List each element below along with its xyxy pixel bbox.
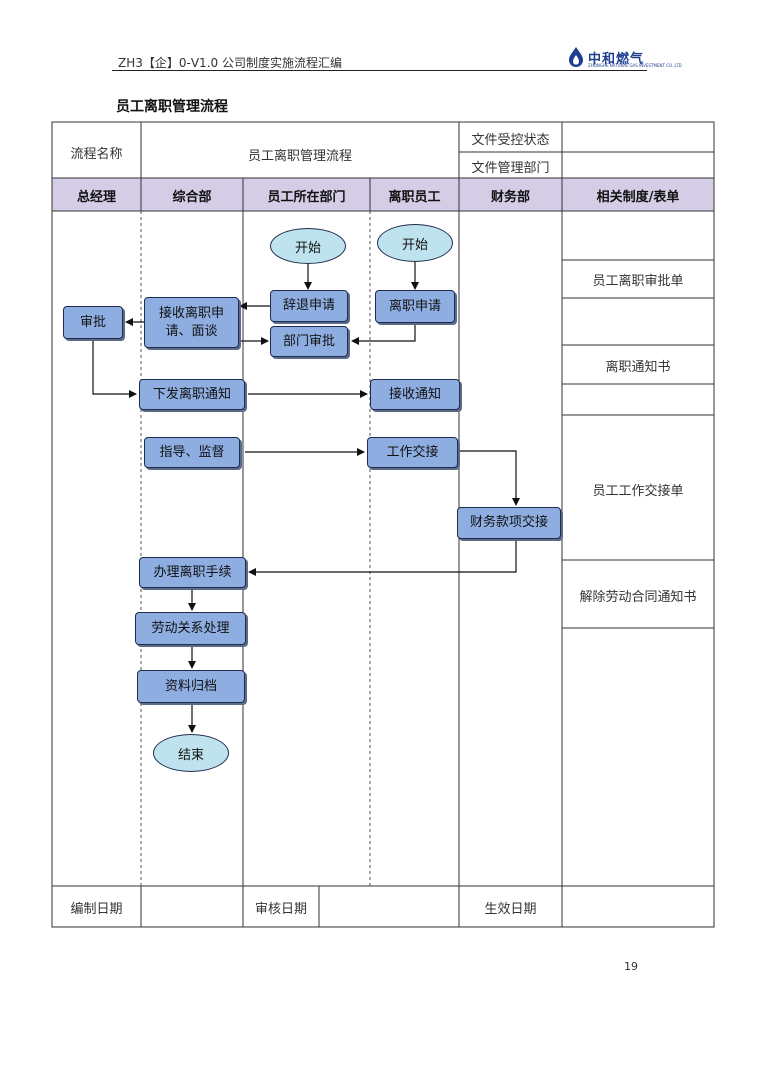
arrow-handover-to-finance	[460, 450, 520, 506]
dept-approve-box: 部门审批	[270, 326, 348, 357]
arrow-resign-to-deptapprove	[351, 323, 416, 345]
archive-box: 资料归档	[137, 670, 245, 703]
page-number: 19	[624, 960, 638, 973]
arrow-finance-to-procedure	[248, 539, 517, 576]
header-rule	[112, 70, 647, 71]
lane-header-bg	[52, 178, 714, 211]
gm-approve-box: 审批	[63, 306, 123, 339]
receive-interview-box: 接收离职申请、面谈	[144, 297, 239, 348]
lane-header-resigning-employee: 离职员工	[388, 190, 441, 205]
doc-dept-label: 文件管理部门	[471, 161, 550, 176]
receive-notice-box: 接收通知	[370, 379, 460, 410]
resign-apply-box: 离职申请	[375, 290, 455, 323]
logo-subtext: ZHONGHE NATURAL GAS INVESTMENT CO.,LTD	[588, 63, 682, 68]
lane-header-employee-dept: 员工所在部门	[267, 190, 346, 205]
logo-text: 中和燃气	[588, 52, 645, 67]
lane-header-gm: 总经理	[76, 190, 116, 205]
lane-header-finance: 财务部	[490, 190, 530, 205]
issue-notice-box: 下发离职通知	[139, 379, 245, 410]
form-resign-notice: 离职通知书	[605, 360, 671, 375]
lane-header-admin: 综合部	[172, 190, 212, 205]
company-logo: 中和燃气 ZHONGHE NATURAL GAS INVESTMENT CO.,…	[566, 46, 682, 68]
flame-logo-icon	[569, 47, 583, 67]
form-termination-notice: 解除劳动合同通知书	[579, 590, 697, 605]
labor-relation-box: 劳动关系处理	[135, 612, 246, 645]
finance-handover-box: 财务款项交接	[457, 507, 561, 539]
process-name-value: 员工离职管理流程	[247, 149, 352, 164]
form-work-handover: 员工工作交接单	[592, 484, 684, 499]
compiled-date-label: 编制日期	[70, 902, 123, 917]
start-node-employee: 开始	[377, 224, 453, 262]
form-resign-approval: 员工离职审批单	[592, 274, 684, 289]
resign-procedure-box: 办理离职手续	[139, 557, 246, 588]
guide-supervise-box: 指导、监督	[144, 437, 240, 468]
process-name-label: 流程名称	[70, 147, 123, 162]
work-handover-box: 工作交接	[367, 437, 458, 468]
doc-status-label: 文件受控状态	[471, 133, 550, 148]
effective-date-label: 生效日期	[484, 902, 537, 917]
page-title: 员工离职管理流程	[116, 99, 228, 115]
reviewed-date-label: 审核日期	[254, 902, 307, 917]
end-node: 结束	[153, 734, 229, 772]
start-node-dept: 开始	[270, 228, 346, 264]
dismiss-apply-box: 辞退申请	[270, 290, 348, 322]
document-code: ZH3【企】0-V1.0 公司制度实施流程汇编	[118, 56, 342, 70]
arrow-approve-to-issue	[92, 339, 137, 398]
lane-header-forms: 相关制度/表单	[596, 190, 680, 205]
